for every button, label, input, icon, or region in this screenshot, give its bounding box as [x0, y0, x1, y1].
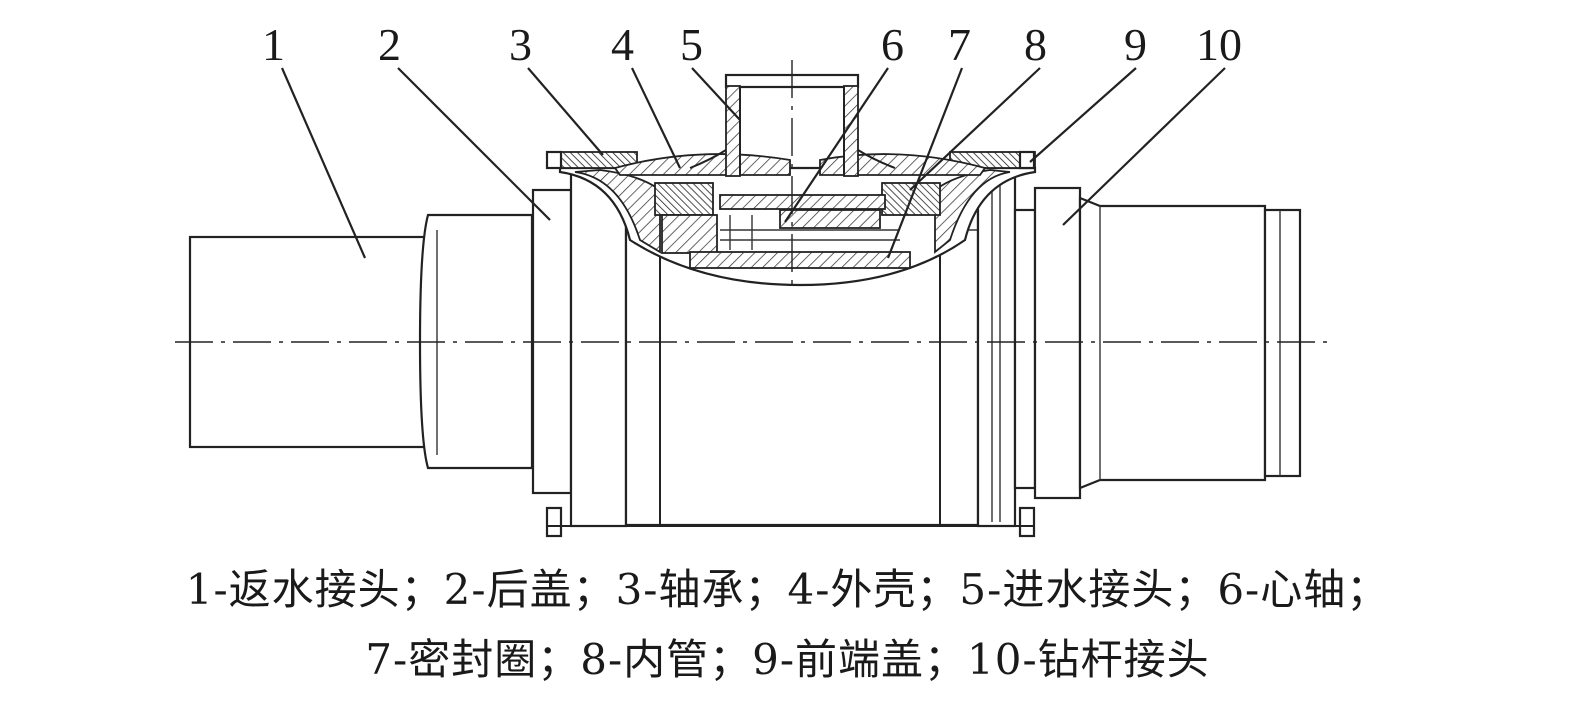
part-label-2: 2	[378, 19, 401, 70]
legend-caption-line-1: 1-返水接头；2-后盖；3-轴承；4-外壳；5-进水接头；6-心轴；	[185, 565, 1390, 614]
bolts	[545, 150, 1036, 538]
part-number-labels: 1 2 3 4 5 6 7 8 9 10	[262, 19, 1242, 70]
part-label-5: 5	[680, 19, 703, 70]
front-end-cover	[976, 166, 1037, 528]
part-label-7: 7	[948, 19, 971, 70]
part-label-9: 9	[1124, 19, 1147, 70]
part-label-3: 3	[509, 19, 532, 70]
leader-lines	[280, 67, 1226, 259]
part-label-1: 1	[262, 19, 285, 70]
legend-caption-line-2: 7-密封圈；8-内管；9-前端盖；10-钻杆接头	[365, 635, 1210, 684]
part-label-10: 10	[1196, 19, 1242, 70]
part-label-4: 4	[611, 19, 634, 70]
drill-pipe-joint	[1033, 186, 1302, 500]
part-label-8: 8	[1024, 19, 1047, 70]
part-label-6: 6	[881, 19, 904, 70]
rear-cover	[531, 166, 628, 528]
